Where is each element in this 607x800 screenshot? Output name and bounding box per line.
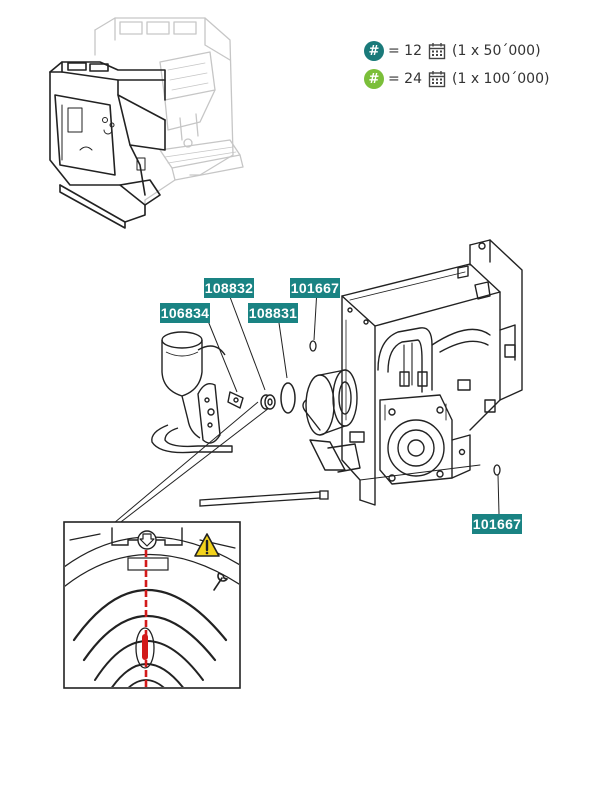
legend-row-24: # = 24 (1 x 100´000) (364, 68, 564, 90)
hash-badge-green: # (364, 69, 384, 89)
legend-value: = 12 (388, 43, 422, 59)
part-tag-108832: 108832 (204, 278, 254, 298)
wrench-icon (213, 571, 229, 591)
warning-icon (194, 533, 220, 557)
legend-interval: (1 x 100´000) (452, 71, 550, 87)
slot-marker (135, 627, 155, 669)
legend-interval: (1 x 50´000) (452, 43, 541, 59)
funnel-assembly (151, 331, 244, 454)
rod-part (199, 490, 329, 507)
calendar-icon (428, 71, 446, 88)
legend-value: = 24 (388, 71, 422, 87)
o-ring-part (280, 382, 296, 414)
machine-overview (49, 17, 244, 229)
small-o-ring-bottom (493, 464, 501, 476)
part-tag-101667-top: 101667 (290, 278, 340, 298)
part-tag-106834: 106834 (160, 303, 210, 323)
nozzle-part (260, 394, 276, 410)
legend-row-12: # = 12 (1 x 50´000) (364, 40, 564, 62)
arrow-down-icon (137, 530, 157, 550)
part-tag-108831: 108831 (248, 303, 298, 323)
calendar-icon (428, 43, 446, 60)
hash-badge-teal: # (364, 41, 384, 61)
small-o-ring-top (309, 340, 317, 352)
dosing-unit (302, 239, 523, 506)
part-tag-101667-bottom: 101667 (472, 514, 522, 534)
